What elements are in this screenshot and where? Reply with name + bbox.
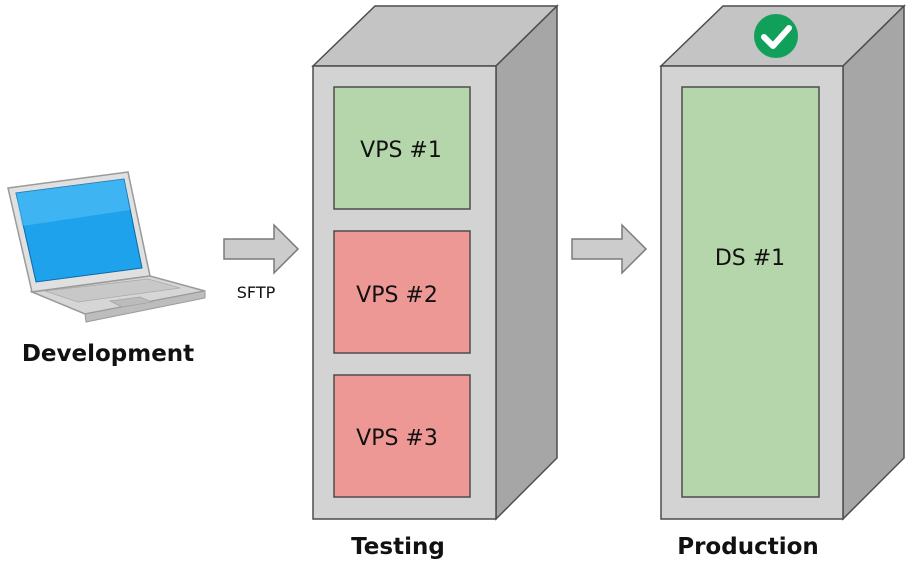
production-server: DS #1: [659, 4, 906, 521]
testing-caption: Testing: [351, 534, 445, 560]
testing-server: VPS #1 VPS #2 VPS #3: [311, 4, 559, 521]
vm-label: VPS #2: [356, 283, 438, 308]
vm-box-3: [333, 374, 471, 498]
vm-label: VPS #1: [360, 138, 442, 163]
vm-label: DS #1: [715, 246, 785, 271]
server-side-face: [495, 4, 558, 521]
laptop-base-front: [84, 290, 206, 323]
sftp-label: SFTP: [237, 283, 276, 302]
vm-box-1: [333, 86, 471, 210]
laptop-icon: [7, 171, 206, 323]
server-side-face: [842, 4, 905, 521]
vm-box: VPS #2: [333, 230, 471, 354]
vm-box: VPS #1: [333, 86, 471, 210]
vm-box: VPS #3: [333, 374, 471, 498]
laptop-screen-glare: [16, 179, 130, 226]
ds-box-1: [681, 86, 820, 498]
laptop-keyboard: [44, 278, 181, 303]
right-arrow-icon: [571, 223, 648, 275]
production-caption: Production: [677, 534, 819, 560]
vm-box: DS #1: [681, 86, 820, 498]
right-arrow-icon: [223, 223, 300, 275]
vm-box-2: [333, 230, 471, 354]
check-circle-icon: [754, 14, 798, 58]
vm-label: VPS #3: [356, 426, 438, 451]
laptop-touchpad: [108, 296, 154, 308]
development-caption: Development: [22, 341, 194, 367]
